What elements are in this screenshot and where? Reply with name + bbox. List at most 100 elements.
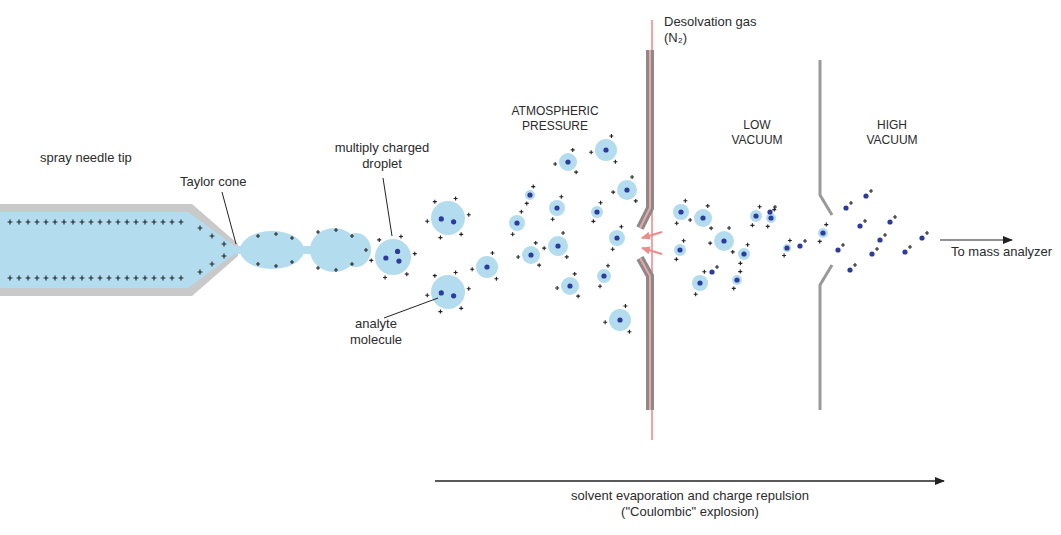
charge-sign — [565, 255, 569, 259]
charge-sign — [863, 219, 867, 223]
charge-sign — [399, 234, 403, 238]
charge-sign — [116, 276, 121, 281]
charge-sign — [210, 234, 215, 239]
analyte-dot — [677, 247, 682, 252]
charge-sign — [316, 230, 320, 234]
charge-sign — [17, 220, 22, 225]
charge-sign — [803, 239, 807, 243]
droplet — [750, 210, 762, 222]
charge-sign — [433, 274, 437, 278]
charge-sign — [537, 263, 541, 267]
analyte-dot — [919, 235, 924, 240]
charge-sign — [490, 251, 494, 255]
charge-sign — [611, 190, 615, 194]
charge-sign — [683, 199, 687, 203]
analyte-dot — [820, 230, 825, 235]
droplet — [476, 256, 498, 278]
charge-sign — [134, 220, 139, 225]
charge-sign — [758, 205, 762, 209]
leader-line — [383, 178, 392, 236]
charge-sign — [561, 231, 565, 235]
analyte-dot — [383, 255, 388, 260]
charge-sign — [542, 246, 546, 250]
charge-sign — [222, 242, 227, 247]
analyte-dot — [528, 252, 533, 257]
charge-sign — [116, 220, 121, 225]
analyte-dot — [601, 273, 606, 278]
droplet — [559, 153, 577, 171]
charge-sign — [152, 276, 157, 281]
charge-sign — [125, 220, 130, 225]
charge-sign — [824, 223, 828, 227]
analyte-dot — [439, 290, 444, 295]
charge-sign — [438, 236, 442, 240]
droplet — [431, 275, 465, 309]
charge-sign — [772, 208, 776, 212]
analyte-dot — [741, 251, 746, 256]
analyte-dot — [902, 249, 907, 254]
charge-sign — [198, 270, 203, 275]
charge-sign — [413, 252, 417, 256]
droplet — [561, 277, 579, 295]
droplet — [783, 244, 791, 252]
charge-sign — [519, 210, 523, 214]
charge-sign — [623, 304, 627, 308]
charge-sign — [8, 220, 13, 225]
charge-sign — [599, 201, 603, 205]
charge-sign — [425, 219, 429, 223]
region-label: HIGH VACUUM — [852, 118, 932, 148]
leader-line — [384, 298, 438, 318]
charge-sign — [44, 220, 49, 225]
charge-sign — [369, 258, 373, 262]
analyte-dot — [869, 251, 874, 256]
charge-sign — [467, 213, 471, 217]
droplet — [766, 213, 776, 223]
charge-sign — [613, 160, 617, 164]
charge-sign — [438, 310, 442, 314]
analyte-dot — [709, 269, 714, 274]
charge-sign — [525, 201, 529, 205]
charge-sign — [849, 201, 853, 205]
charge-sign — [853, 263, 857, 267]
charge-sign — [559, 195, 563, 199]
charge-sign — [750, 223, 754, 227]
charge-sign — [875, 247, 879, 251]
charge-sign — [788, 239, 792, 243]
charge-sign — [454, 270, 458, 274]
charge-sign — [170, 220, 175, 225]
droplet — [522, 246, 540, 264]
droplet — [595, 139, 617, 161]
charge-sign — [350, 234, 354, 238]
charge-sign — [611, 247, 615, 251]
analyte-dot — [768, 215, 773, 220]
charge-sign — [383, 276, 387, 280]
analyte-dot — [877, 237, 882, 242]
charge-sign — [143, 276, 148, 281]
charge-sign — [627, 330, 631, 334]
charge-sign — [766, 224, 770, 228]
charge-sign — [98, 276, 103, 281]
charge-sign — [71, 220, 76, 225]
process-arrow — [435, 480, 944, 481]
charge-sign — [708, 241, 712, 245]
charge-sign — [591, 219, 595, 223]
callout-label: Taylor cone — [180, 174, 270, 190]
charge-sign — [98, 220, 103, 225]
analyte-dot — [767, 209, 772, 214]
region-label: LOW VACUUM — [722, 118, 792, 148]
charge-sign — [71, 276, 76, 281]
charge-sign — [53, 276, 58, 281]
charge-sign — [603, 320, 607, 324]
charge-sign — [454, 196, 458, 200]
charge-sign — [107, 276, 112, 281]
charge-sign — [170, 276, 175, 281]
analyte-dot — [857, 223, 862, 228]
charge-signs — [8, 134, 929, 334]
analyte-dot — [555, 243, 560, 248]
charge-sign — [377, 238, 381, 242]
part-label: spray needle tip — [40, 150, 180, 166]
charge-sign — [256, 234, 260, 238]
charge-sign — [161, 276, 166, 281]
gas-label: Desolvation gas (N₂) — [664, 14, 768, 46]
